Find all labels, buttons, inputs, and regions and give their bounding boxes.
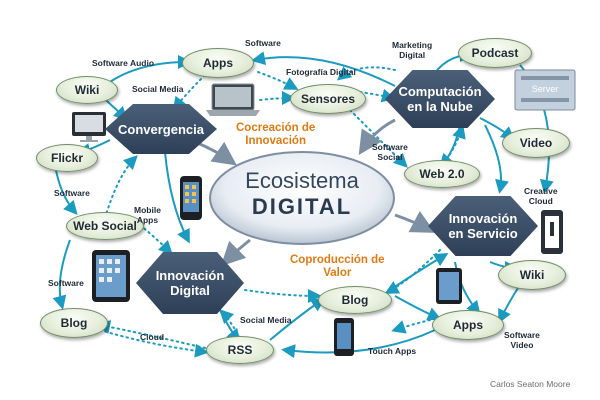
dotted-blog-rss	[99, 329, 209, 358]
tablet-icon	[92, 250, 130, 302]
flow-centro-digital	[220, 238, 251, 267]
edge-software-audio	[109, 55, 192, 83]
node-web-social[interactable]: Web Social	[66, 212, 144, 240]
hex-convergencia-label: Convergencia	[118, 121, 204, 137]
node-podcast[interactable]: Podcast	[458, 38, 532, 68]
node-rss[interactable]: RSS	[206, 336, 274, 364]
dotted-rss-blog-left	[96, 320, 206, 349]
dotted-rss-social-media	[219, 309, 241, 339]
label-social-media-top: Social Media	[132, 84, 184, 94]
dotted-websocial-convergencia	[104, 155, 138, 219]
node-wiki-left[interactable]: Wiki	[56, 76, 118, 104]
storage-device-icon	[541, 210, 563, 254]
node-apps-bottom[interactable]: Apps	[432, 310, 504, 340]
node-blog-left[interactable]: Blog	[40, 308, 108, 338]
hex-servicio-line2: en Servicio	[448, 226, 518, 241]
center-title-line2: DIGITAL	[251, 194, 353, 219]
center-title-line1: Ecosistema	[245, 168, 359, 193]
label-software-bottom-left: Software	[48, 278, 84, 288]
dotted-laptop-sensores	[259, 91, 296, 106]
hex-computacion-line2: en la Nube	[407, 99, 473, 114]
edge-web-social-blog	[52, 239, 71, 310]
hex-computacion-line1: Computación	[398, 84, 482, 99]
dotted-digital-blog	[244, 288, 322, 303]
dotted-apps-sensores	[257, 71, 299, 90]
dotted-web20-computacion	[439, 124, 466, 169]
node-blog-mid[interactable]: Blog	[318, 286, 392, 314]
center-title: Ecosistema DIGITAL	[212, 168, 392, 220]
center-ellipse	[209, 151, 395, 245]
node-wiki-right[interactable]: Wiki	[498, 260, 566, 290]
edge-wiki-apps	[498, 284, 521, 324]
label-fotografia-digital: Fotografía Digital	[286, 67, 356, 77]
server-label: Server	[532, 84, 559, 94]
dotted-sensores-computacion	[359, 88, 396, 103]
edge-computacion-servicio	[484, 124, 509, 194]
hex-servicio-line1: Innovación	[448, 211, 518, 226]
dotted-apps-phone	[391, 319, 431, 334]
label-software-audio: Software Audio	[92, 58, 155, 68]
node-sensores[interactable]: Sensores	[290, 84, 366, 114]
flow-centro-servicio	[394, 210, 436, 233]
node-apps-top[interactable]: Apps	[182, 48, 254, 78]
node-flickr[interactable]: Flickr	[36, 144, 98, 172]
flow-convergencia-centro	[194, 140, 237, 166]
edge-convergencia-digital	[164, 151, 190, 244]
label-social-media-bottom: Social Media	[240, 315, 292, 325]
label-cloud: Cloud	[140, 332, 165, 342]
server-icon: Server	[514, 69, 576, 111]
label-software-left: Software	[54, 188, 90, 198]
edge-blog-apps	[394, 295, 442, 321]
node-web20[interactable]: Web 2.0	[404, 160, 480, 188]
node-video[interactable]: Video	[502, 128, 570, 158]
edge-software-top	[251, 51, 396, 87]
label-touch-apps: Touch Apps	[368, 346, 417, 356]
tablet-small-icon	[436, 268, 462, 304]
hex-digital-line2: Digital	[170, 283, 210, 298]
phone-bottom-icon	[334, 318, 354, 356]
smartphone-icon	[180, 176, 202, 220]
dotted-websocial-digital	[139, 224, 173, 255]
monitor-icon	[72, 112, 106, 142]
author-credit: Carlos Seaton Moore	[490, 379, 571, 389]
dotted-computacion-sensores	[336, 66, 396, 81]
hex-digital-line1: Innovación	[155, 268, 225, 283]
laptop-icon	[206, 83, 260, 116]
edge-apps-rss	[281, 329, 436, 359]
flow-computacion-centro	[358, 118, 396, 156]
dotted-servicio-blog	[384, 249, 441, 294]
label-software-top: Software	[245, 38, 281, 48]
edge-computacion-web20	[439, 124, 461, 169]
edge-servicio-apps	[454, 261, 481, 316]
